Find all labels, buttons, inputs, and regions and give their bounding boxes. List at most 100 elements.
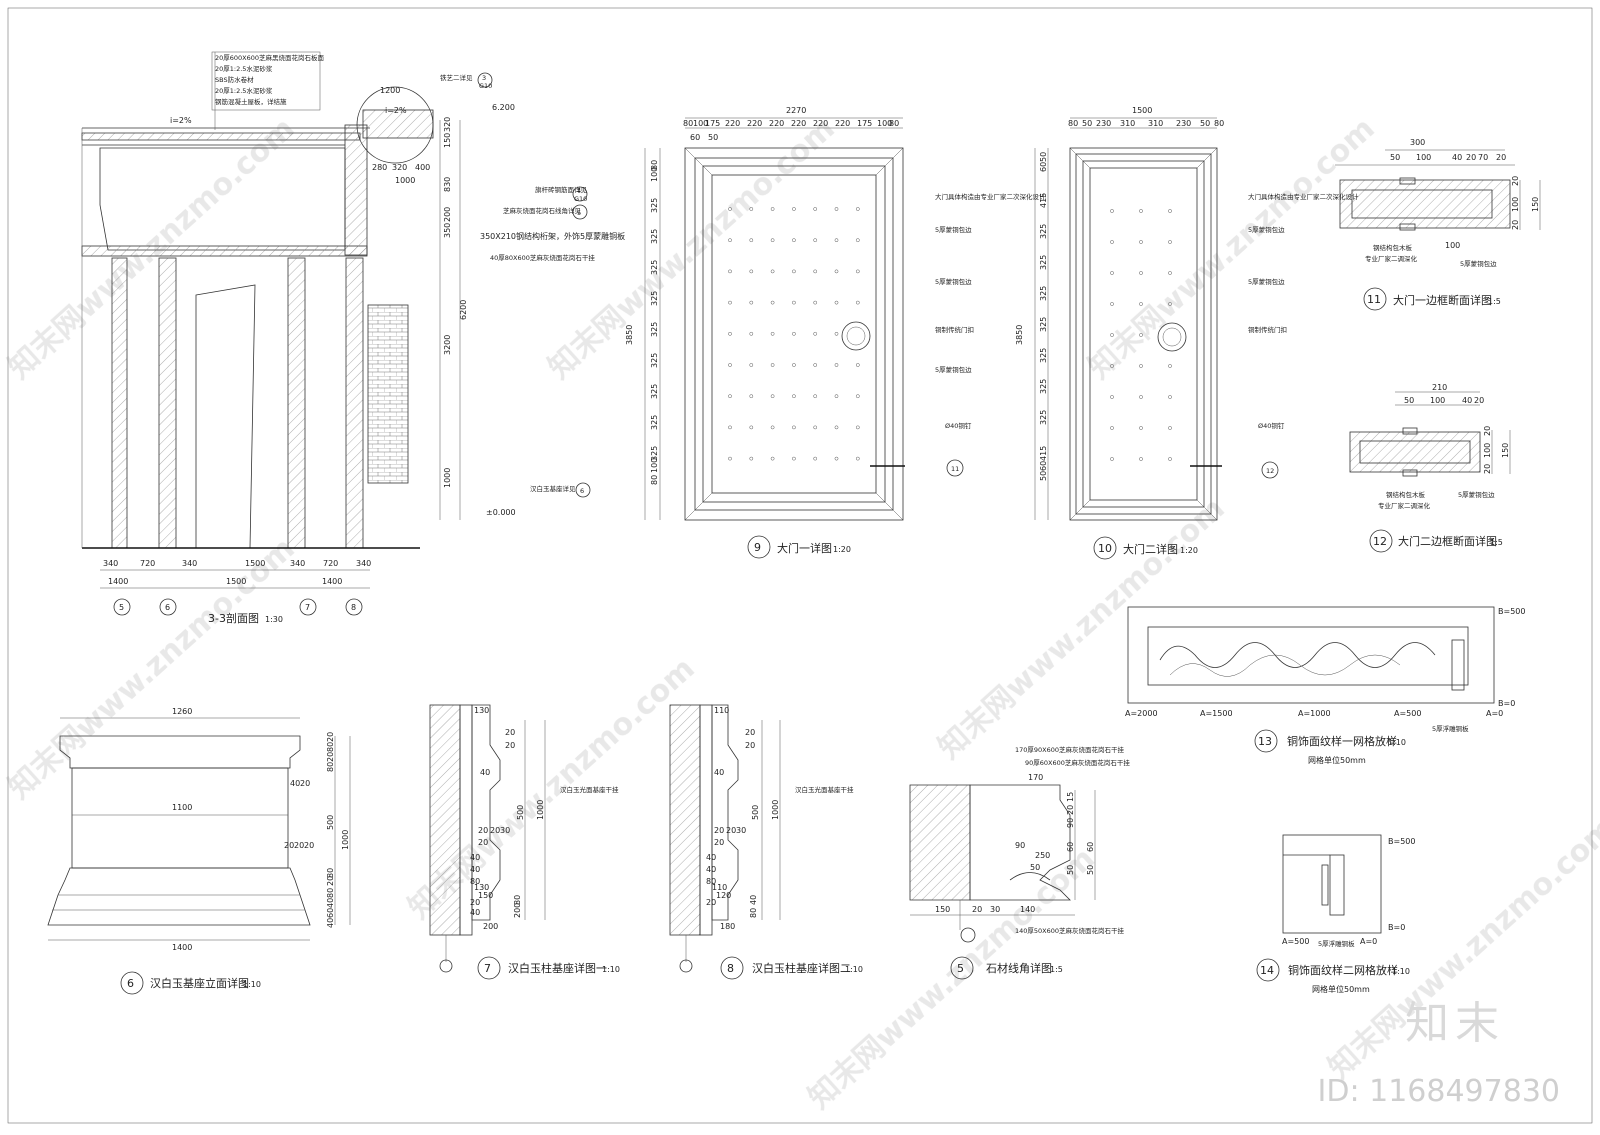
- door2-knocker: [1157, 322, 1187, 352]
- door-stud: [770, 394, 775, 399]
- dim-label: 1400: [322, 577, 342, 586]
- door-stud: [749, 363, 754, 367]
- detail-scale: 1:10: [845, 965, 863, 974]
- section-3-3: [81, 52, 461, 589]
- door-stud: [749, 331, 754, 336]
- dim-label: 130: [474, 706, 489, 715]
- dim-label: 40: [470, 865, 480, 874]
- dim-label: 500: [751, 805, 760, 820]
- grid-label: A=1500: [1200, 709, 1233, 718]
- door-note: 铜制传统门扣: [935, 325, 974, 334]
- dim-label: 130: [474, 883, 489, 892]
- dim-label: 325: [650, 260, 659, 275]
- door-stud: [1139, 302, 1143, 306]
- slope-label: i=2%: [170, 116, 192, 125]
- dim-label: 120: [716, 891, 731, 900]
- dim-label: 40: [706, 853, 716, 862]
- detail-note: 5厚浮雕铜板: [1432, 724, 1469, 733]
- door-stud: [834, 363, 839, 367]
- door-stud: [1110, 302, 1114, 306]
- detail-14: [1282, 834, 1382, 934]
- dim-label: 40: [706, 865, 716, 874]
- dim-label: 720: [323, 559, 338, 568]
- dim-label: 20: [478, 826, 488, 835]
- dim-label: 20: [972, 905, 982, 914]
- detail-note: 专业厂家二调深化: [1378, 501, 1431, 510]
- door-note: Ø40铜钉: [1258, 421, 1285, 430]
- dim-label: 1000: [341, 830, 350, 850]
- door-stud: [1110, 426, 1114, 430]
- section-title: 3-3剖面图: [208, 611, 259, 625]
- dim-label: 80: [326, 888, 335, 898]
- detail-6: [47, 717, 351, 941]
- detail5-labels: 170厚90X600芝麻灰烧面花岗石干挂 90厚60X600芝麻灰烧面花岗石干挂…: [935, 745, 1130, 980]
- dim-label: 325: [1039, 379, 1048, 394]
- detail-note: 钢结构包木板: [1386, 490, 1426, 499]
- dim-label: 15: [1066, 792, 1075, 802]
- door-stud: [1139, 426, 1143, 430]
- dim-label: 90: [1066, 818, 1075, 828]
- dim-label: 20: [304, 841, 314, 850]
- dim-label: 175: [705, 119, 720, 128]
- dim-label: 30: [500, 826, 510, 835]
- watermark-text: 知末网www.znzmo.com: [542, 111, 842, 386]
- dim-label: 20: [1483, 464, 1492, 474]
- dim-label: 20: [284, 841, 294, 850]
- dim-label: 60: [690, 133, 700, 142]
- dim-label: 20: [1496, 153, 1506, 162]
- door1-outer: [684, 147, 904, 521]
- door-stud: [834, 394, 839, 399]
- grid-label: A=1000: [1298, 709, 1331, 718]
- watermark-id: ID: 1168497830: [1317, 1074, 1560, 1109]
- dim-label: 110: [714, 706, 729, 715]
- dim-label: 325: [650, 229, 659, 244]
- dim-label: 20: [326, 876, 335, 886]
- dim-label: 80: [470, 877, 480, 886]
- door-stud: [1168, 364, 1172, 368]
- cornice: [362, 109, 434, 139]
- dim-label: 325: [1039, 286, 1048, 301]
- dim-label: 300: [1410, 138, 1425, 147]
- dim-label: 310: [1148, 119, 1163, 128]
- grid-label: A=500: [1282, 937, 1309, 946]
- dim-label: 250: [1035, 851, 1050, 860]
- dim-total: 2270: [786, 106, 806, 115]
- dim-label: 340: [290, 559, 305, 568]
- dim-label: 20: [706, 898, 716, 907]
- dim-total-height: 3850: [1015, 325, 1024, 345]
- grid-label: A=500: [1394, 709, 1421, 718]
- callout-number: 6: [580, 487, 584, 495]
- dim-label: 110: [712, 883, 727, 892]
- door-stud: [834, 425, 839, 430]
- dim-label: 220: [747, 119, 762, 128]
- door-stud: [792, 269, 796, 274]
- door-stud: [813, 269, 818, 274]
- door-stud: [1139, 457, 1143, 461]
- axis-bubble: [159, 598, 177, 616]
- dim-label: 80: [326, 742, 335, 752]
- dim-label: 210: [1432, 383, 1447, 392]
- detail-number: 8: [727, 962, 734, 975]
- dim-label: 310: [1120, 119, 1135, 128]
- dim-label: 40: [749, 895, 758, 905]
- detail-title: 大门二详图: [1123, 542, 1178, 556]
- door-stud: [749, 456, 754, 461]
- detail-number: 6: [127, 977, 134, 990]
- callout-number: 4: [577, 187, 581, 195]
- dim-label: 20: [478, 838, 488, 847]
- door-stud: [1139, 395, 1143, 399]
- stone-profile: [969, 784, 1071, 901]
- dim-label: 100: [1445, 241, 1460, 250]
- callout-sheet: G10: [574, 195, 587, 203]
- door-note: 5厚蒙铜包边: [1248, 225, 1285, 234]
- dim-label: 100: [650, 167, 659, 182]
- dim-label: 20: [1066, 805, 1075, 815]
- axis-bubble: [345, 598, 363, 616]
- door-stud: [855, 394, 860, 399]
- dim-label: 20: [505, 741, 515, 750]
